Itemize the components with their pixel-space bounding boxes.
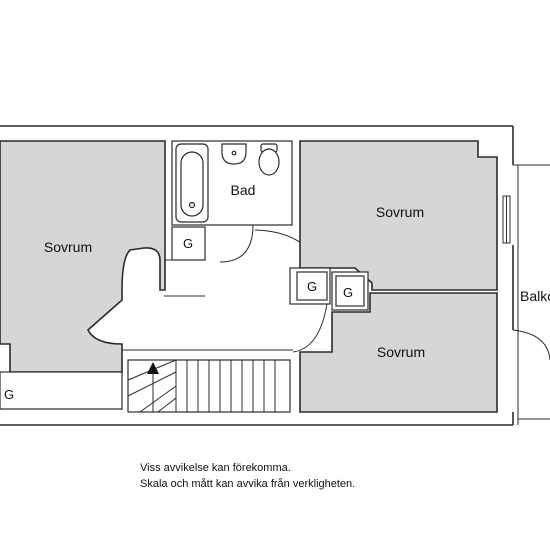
room-bad (171, 140, 293, 263)
label-bad: Bad (231, 182, 256, 198)
closet-g-hall-right (331, 271, 369, 311)
label-sovrum-bottom-right: Sovrum (377, 344, 425, 360)
label-g-bathroom: G (183, 236, 193, 251)
closet-g-hall-left (289, 267, 331, 305)
closet-g-bathroom (164, 226, 206, 297)
label-sovrum-left: Sovrum (44, 239, 92, 255)
label-g-hall-left: G (307, 279, 317, 294)
room-sovrum-left (0, 140, 166, 373)
outer-walls (0, 125, 514, 426)
label-g-hall-right: G (343, 285, 353, 300)
label-sovrum-top-right: Sovrum (376, 204, 424, 220)
room-sovrum-bottom-right (299, 292, 498, 413)
label-g-bottom-left: G (4, 387, 14, 402)
right-window (502, 195, 511, 244)
balcony-door (512, 329, 550, 361)
disclaimer-line-1: Viss avvikelse kan förekomma. (140, 462, 291, 474)
closet-bottom-left (0, 371, 123, 410)
label-balkong: Balkong (520, 288, 550, 304)
up-arrow-icon (147, 362, 159, 374)
balcony-outline (513, 164, 550, 425)
disclaimer-line-2: Skala och mått kan avvika från verklighe… (140, 478, 356, 490)
